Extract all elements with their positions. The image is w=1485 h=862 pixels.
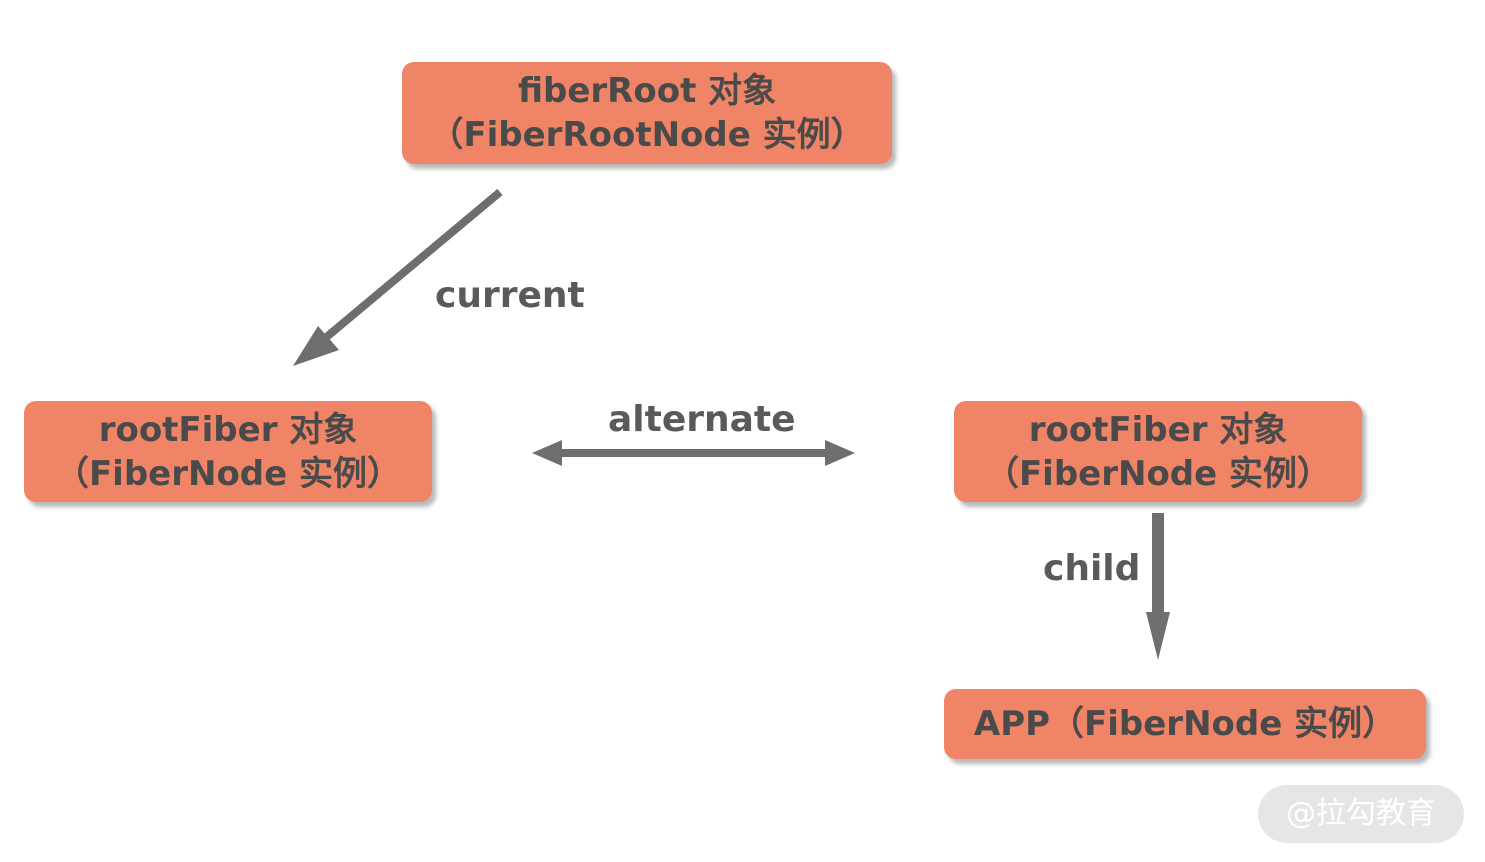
root-fiber-left-title: rootFiber 对象 xyxy=(98,409,358,450)
alternate-label: alternate xyxy=(608,399,796,440)
root-fiber-left-subtitle: （FiberNode 实例） xyxy=(54,453,402,494)
current-arrowhead xyxy=(293,326,339,366)
root-fiber-right-subtitle: （FiberNode 实例） xyxy=(984,453,1332,494)
app-node: APP（FiberNode 实例） xyxy=(944,689,1426,759)
root-fiber-node-current: rootFiber 对象 （FiberNode 实例） xyxy=(24,401,432,502)
fiber-root-title: fiberRoot 对象 xyxy=(517,71,777,111)
alternate-arrowhead-left xyxy=(532,440,562,466)
root-fiber-right-title: rootFiber 对象 xyxy=(1028,409,1288,450)
alternate-arrowhead-right xyxy=(825,440,855,466)
current-arrow xyxy=(302,188,503,359)
fiber-root-subtitle: （FiberRootNode 实例） xyxy=(429,115,865,155)
app-title: APP（FiberNode 实例） xyxy=(973,704,1397,744)
current-label: current xyxy=(435,275,585,316)
watermark: @拉勾教育 xyxy=(1258,785,1464,843)
child-label: child xyxy=(1043,548,1141,589)
root-fiber-node-alternate: rootFiber 对象 （FiberNode 实例） xyxy=(954,401,1362,502)
child-arrowhead xyxy=(1146,612,1170,660)
fiber-root-node: fiberRoot 对象 （FiberRootNode 实例） xyxy=(402,62,892,164)
